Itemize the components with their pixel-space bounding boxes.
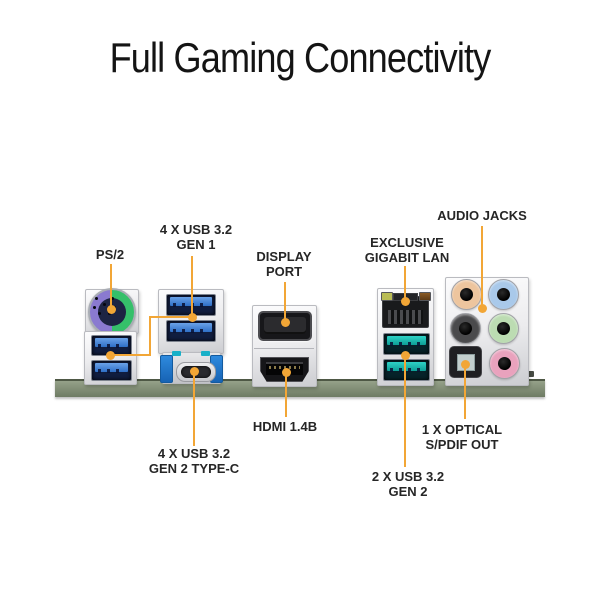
label-gigabit-lan: EXCLUSIVE GIGABIT LAN	[365, 235, 450, 265]
label-usb-typec: 4 X USB 3.2 GEN 2 TYPE-C	[149, 446, 239, 476]
ps2-pins	[103, 303, 106, 306]
audio-jack-green-icon	[488, 313, 519, 344]
callout-dot-ps2	[106, 304, 116, 314]
callout-line-optical	[464, 364, 466, 419]
label-audio-jacks: AUDIO JACKS	[437, 208, 527, 223]
callout-line-hdmi	[285, 372, 287, 417]
label-hdmi: HDMI 1.4B	[253, 419, 317, 434]
label-line: GIGABIT LAN	[364, 250, 450, 265]
usb3-gen1-port-icon	[91, 360, 132, 381]
label-line: PORT	[265, 264, 303, 279]
label-line: DISPLAY	[256, 249, 312, 264]
lan-led-left	[381, 292, 393, 301]
callout-line-usb-gen1	[111, 354, 150, 356]
label-line: GEN 2 TYPE-C	[148, 461, 240, 476]
callout-line-usb-gen1	[150, 316, 192, 318]
label-line: HDMI 1.4B	[252, 419, 318, 434]
callout-line-usb-gen1	[191, 256, 193, 317]
label-optical: 1 X OPTICAL S/PDIF OUT	[422, 422, 502, 452]
callout-dot-hdmi	[281, 367, 291, 377]
label-usb-gen2: 2 X USB 3.2 GEN 2	[372, 469, 444, 499]
callout-dot-usb-typec	[189, 366, 199, 376]
callout-dot-usb-gen2	[400, 350, 410, 360]
lan-led-right	[419, 292, 431, 301]
label-line: PS/2	[95, 247, 125, 262]
label-line: AUDIO JACKS	[437, 208, 527, 223]
lan-pins	[388, 310, 423, 324]
callout-dot-audio	[477, 303, 487, 313]
label-line: 4 X USB 3.2	[157, 446, 231, 461]
callout-line-ps2	[110, 264, 112, 309]
label-line: 1 X OPTICAL	[421, 422, 503, 437]
audio-jack-black-icon	[450, 313, 481, 344]
callout-dot-lan	[400, 296, 410, 306]
block-seam	[254, 348, 314, 349]
usb-typec-tab	[201, 351, 210, 356]
callout-dot-usb-gen1	[105, 350, 115, 360]
usb-typec-clip	[160, 355, 173, 383]
callout-line-lan	[404, 266, 406, 301]
callout-line-usb-typec	[193, 371, 195, 446]
usb3-gen2-port-icon	[383, 359, 430, 381]
callout-dot-displayport	[280, 317, 290, 327]
audio-jack-blue-icon	[488, 279, 519, 310]
label-line: GEN 1	[176, 237, 216, 252]
label-displayport: DISPLAY PORT	[256, 249, 311, 279]
page-title: Full Gaming Connectivity	[109, 34, 492, 81]
audio-jack-orange-icon	[451, 279, 482, 310]
callout-dot-optical	[460, 359, 470, 369]
label-line: 4 X USB 3.2	[159, 222, 233, 237]
callout-line-audio	[481, 226, 483, 308]
callout-line-displayport	[284, 282, 286, 322]
callout-line-usb-gen2	[404, 355, 406, 467]
audio-jack-pink-icon	[489, 348, 520, 379]
usb-typec-tab	[172, 351, 181, 356]
label-line: EXCLUSIVE	[370, 235, 444, 250]
usb3-gen1-port-icon	[166, 320, 216, 342]
label-line: GEN 2	[388, 484, 428, 499]
label-line: S/PDIF OUT	[425, 437, 499, 452]
label-usb-gen1: 4 X USB 3.2 GEN 1	[160, 222, 232, 252]
label-ps2: PS/2	[96, 247, 124, 262]
audio-block	[445, 277, 529, 386]
callout-dot-usb-gen1	[187, 312, 197, 322]
callout-line-usb-gen1	[149, 316, 151, 356]
label-line: 2 X USB 3.2	[371, 469, 445, 484]
